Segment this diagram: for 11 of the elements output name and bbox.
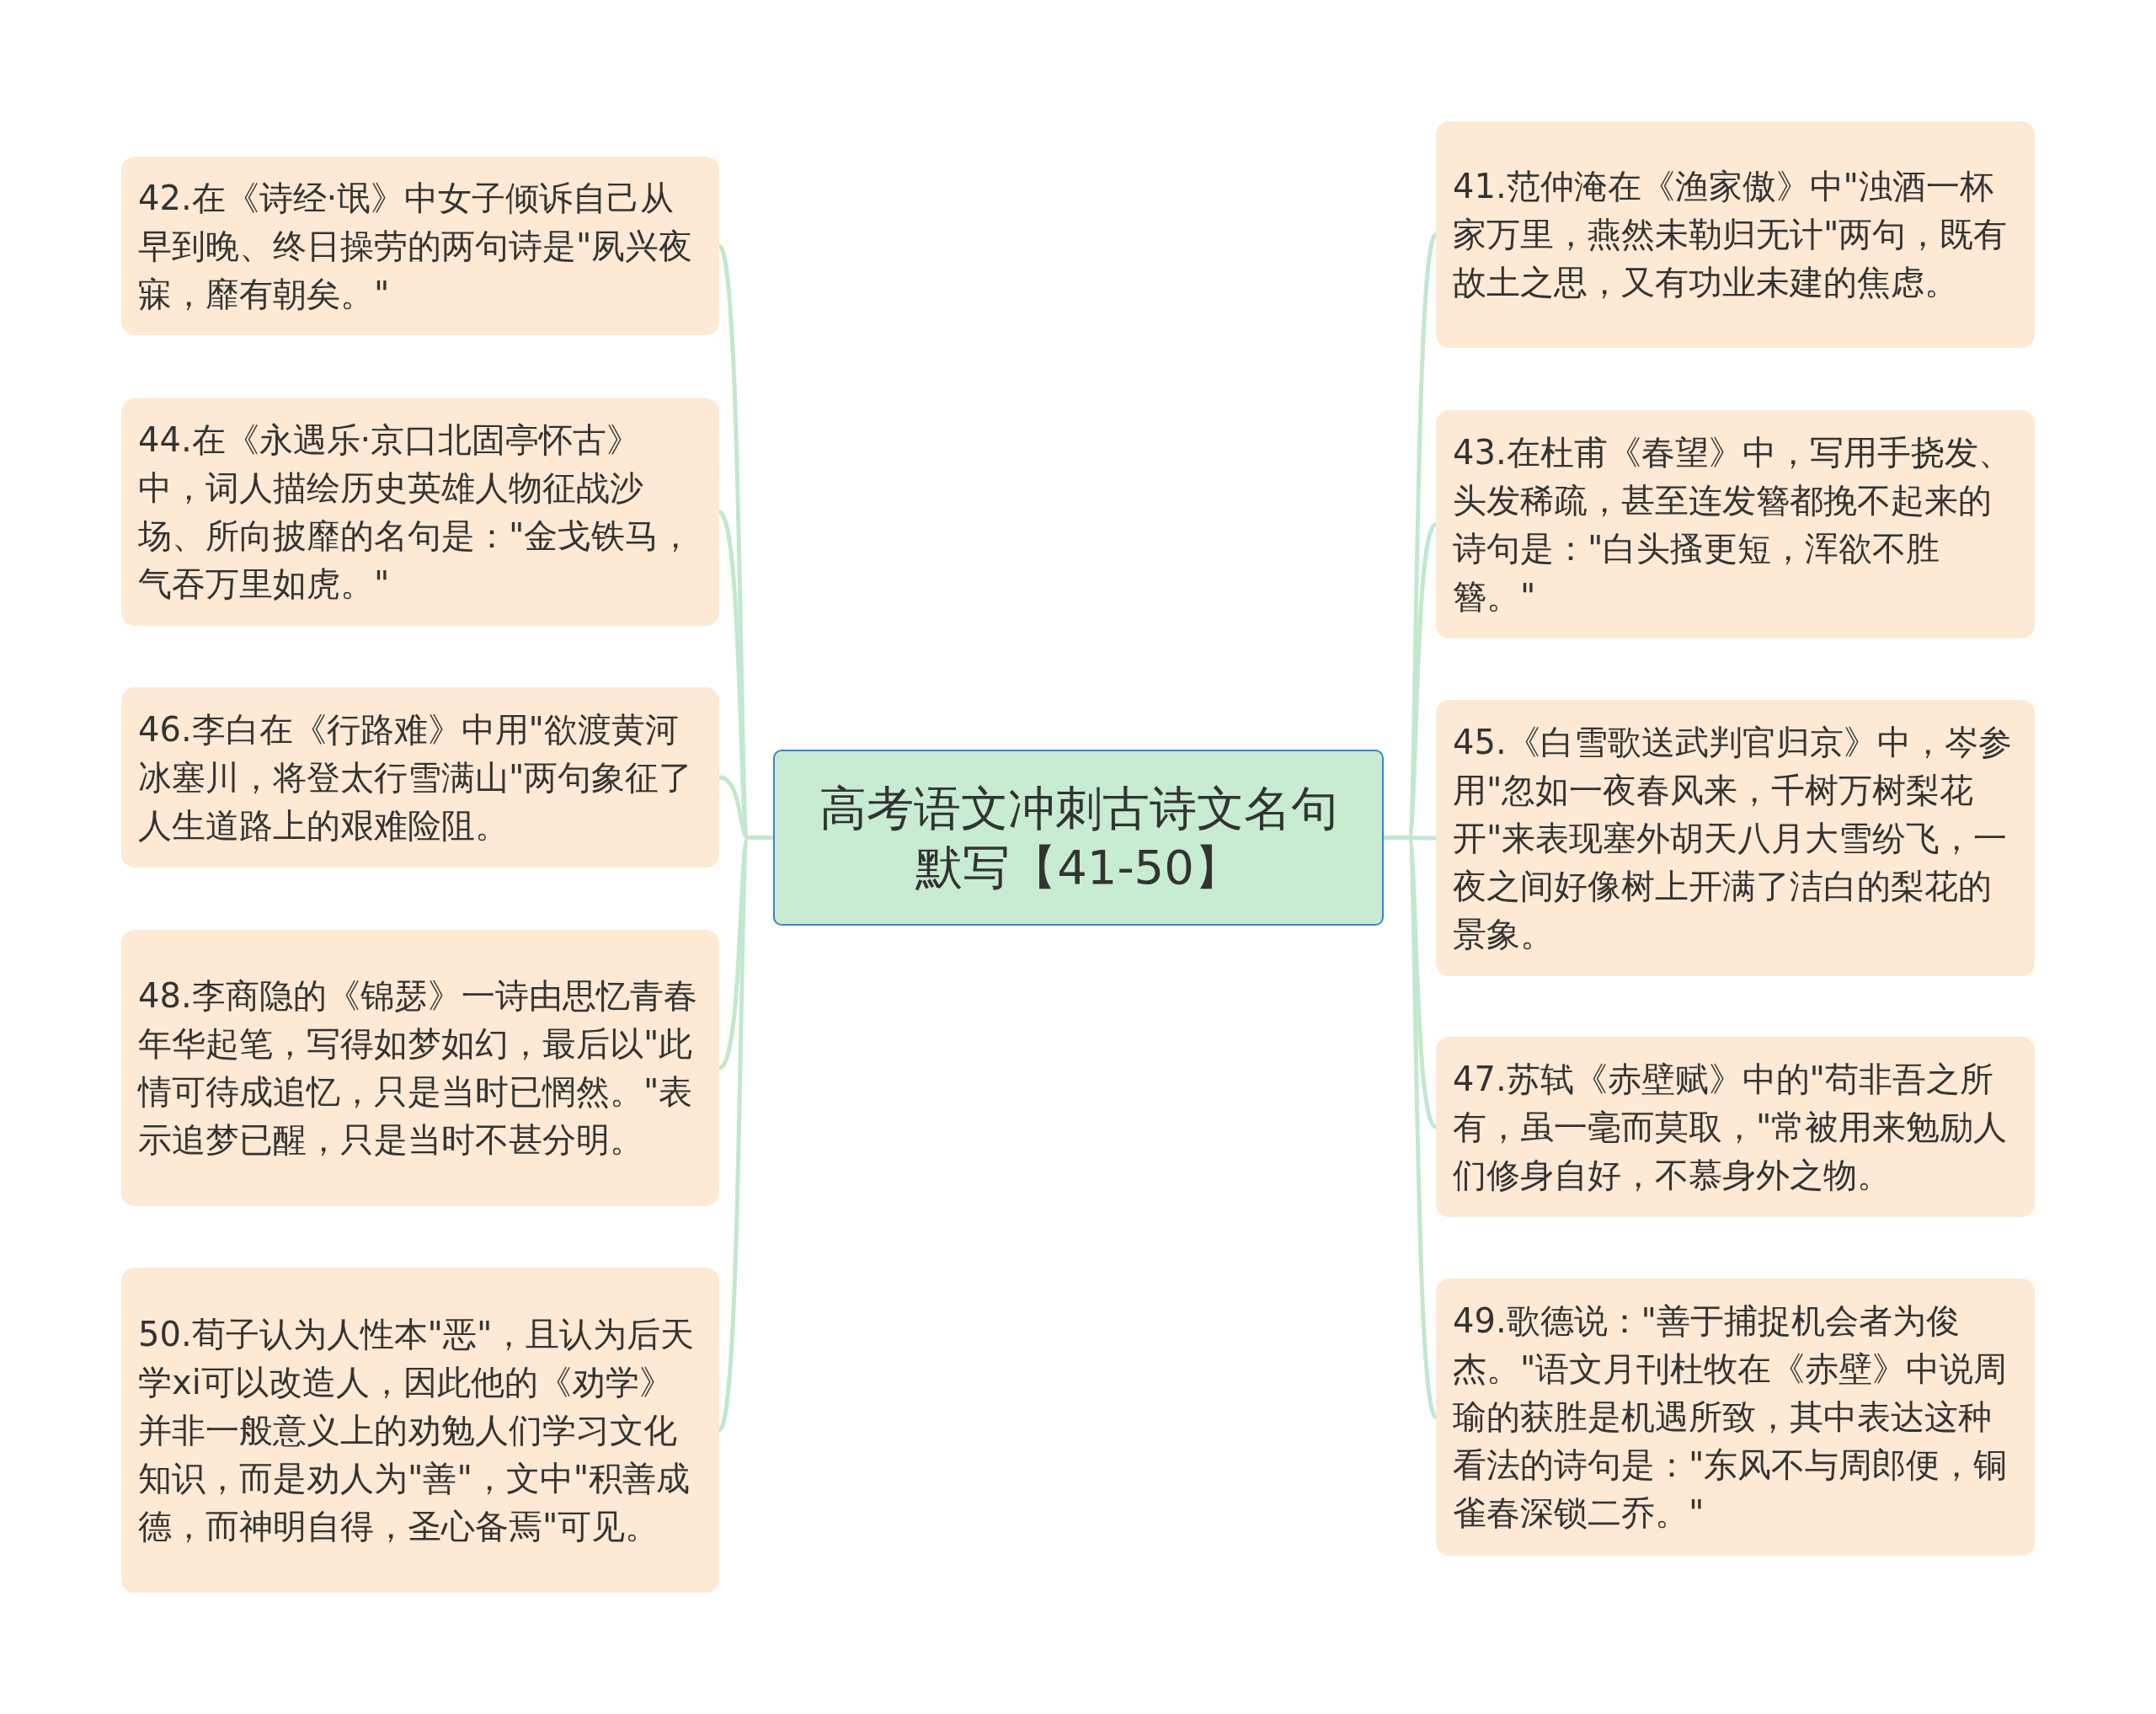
branch-topic-box: 45.《白雪歌送武判官归京》中，岑参用"忽如一夜春风来，千树万树梨花开"来表现塞外胡天八月大雪纷飞，一夜之间好像树上开满了洁白的梨花的景象。 xyxy=(1436,700,2035,976)
branch-topic-box: 49.歌德说："善于捕捉机会者为俊杰。"语文月刊杜牧在《赤壁》中说周瑜的获胜是机遇所致，其中表达这种看法的诗句是："东风不与周郎便，铜雀春深锁二乔。" xyxy=(1436,1279,2035,1556)
branch-topic-box: 42.在《诗经·氓》中女子倾诉自己从早到晚、终日操劳的两句诗是"夙兴夜寐，靡有朝矣。" xyxy=(121,157,719,335)
branch-topic-box: 47.苏轼《赤壁赋》中的"苟非吾之所有，虽一毫而莫取，"常被用来勉励人们修身自好，不慕身外之物。 xyxy=(1436,1037,2035,1217)
branch-topic-box: 41.范仲淹在《渔家傲》中"浊酒一杯家万里，燕然未勒归无计"两句，既有故土之思，又有功业未建的焦虑。 xyxy=(1436,121,2035,348)
branch-topic-box: 48.李商隐的《锦瑟》一诗由思忆青春年华起笔，写得如梦如幻，最后以"此情可待成追忆，只是当时已惘然。"表示追梦已醒，只是当时不甚分明。 xyxy=(121,930,719,1206)
central-topic-box: 高考语文冲刺古诗文名句默写【41-50】 xyxy=(773,750,1384,926)
branch-topic-box: 50.荀子认为人性本"恶"，且认为后天学xi可以改造人，因此他的《劝学》并非一般意义上的劝勉人们学习文化知识，而是劝人为"善"，文中"积善成德，而神明自得，圣心备焉"可见。 xyxy=(121,1268,719,1593)
branch-topic-box: 44.在《永遇乐·京口北固亭怀古》中，词人描绘历史英雄人物征战沙场、所向披靡的名句是："金戈铁马，气吞万里如虎。" xyxy=(121,398,719,626)
branch-topic-box: 43.在杜甫《春望》中，写用手挠发、头发稀疏，甚至连发簪都挽不起来的诗句是："白头搔更短，浑欲不胜簪。" xyxy=(1436,410,2035,638)
branch-topic-box: 46.李白在《行路难》中用"欲渡黄河冰塞川，将登太行雪满山"两句象征了人生道路上的艰难险阻。 xyxy=(121,687,719,868)
